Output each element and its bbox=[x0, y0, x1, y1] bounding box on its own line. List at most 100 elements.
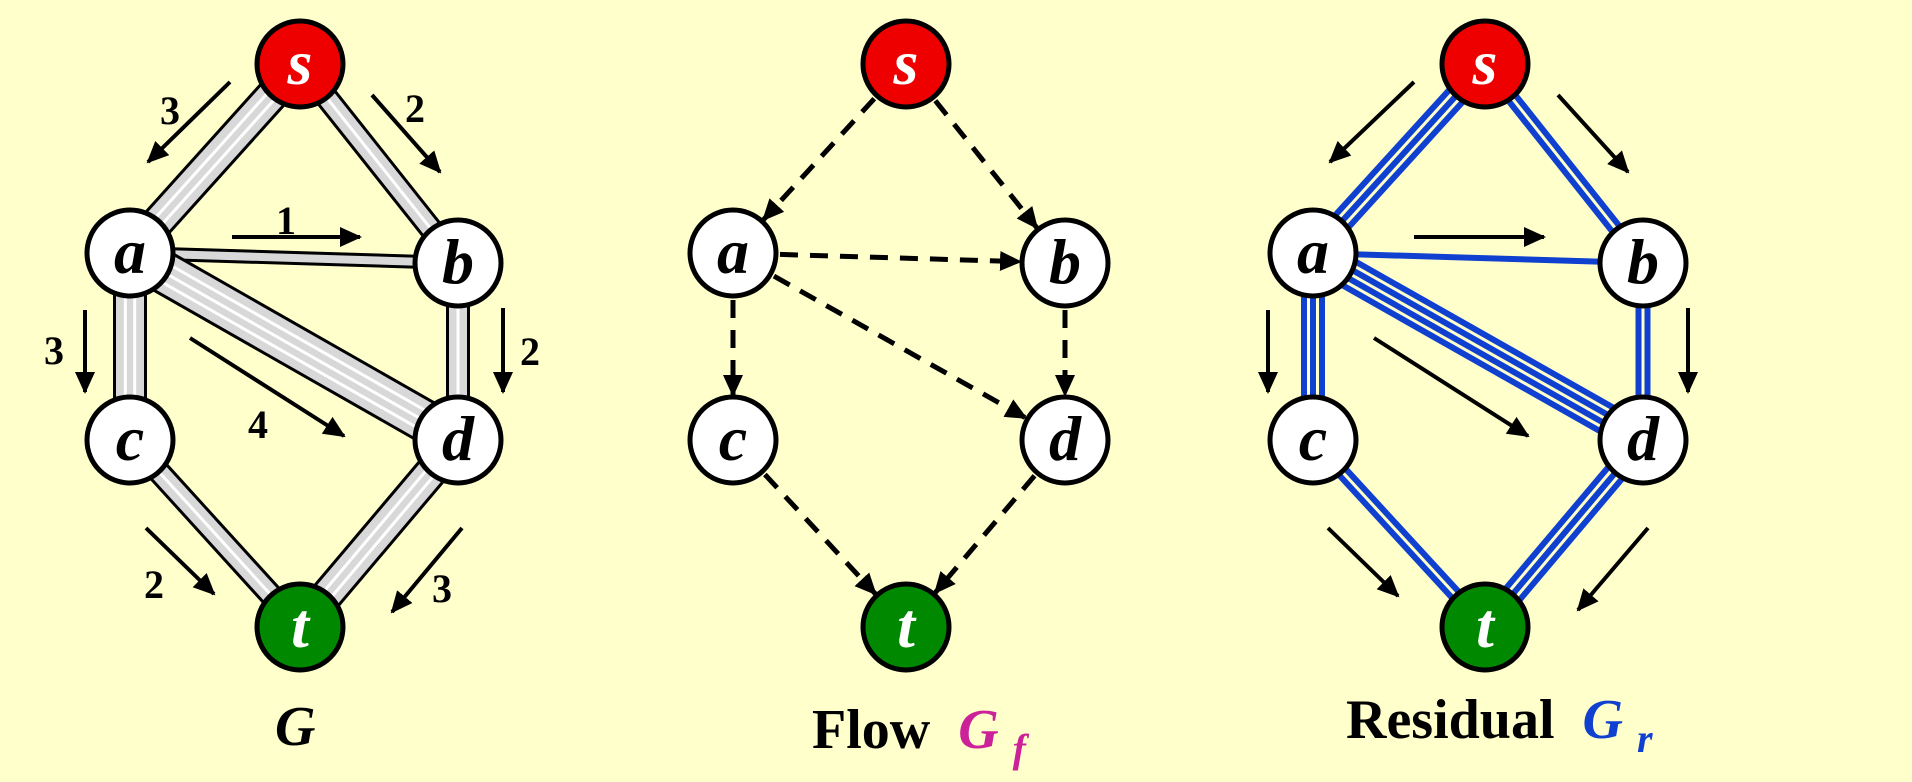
graph-residual-title-sub: r bbox=[1637, 716, 1653, 761]
graph-flow-node-c: c bbox=[687, 394, 779, 486]
graph-flow-node-d: d bbox=[1019, 394, 1111, 486]
graph-flow-node-d-label: d bbox=[1049, 403, 1082, 474]
graph-g-arrow-s-b bbox=[370, 93, 442, 174]
graph-g-node-c-label: c bbox=[116, 403, 144, 474]
graph-residual-node-t: t bbox=[1439, 581, 1531, 673]
graph-residual-arrow-s-a bbox=[1328, 80, 1416, 164]
graph-residual-arrow-s-b bbox=[1556, 93, 1630, 174]
graph-g-node-b: b bbox=[412, 217, 504, 309]
graph-residual: s a b c d t Residual G r bbox=[1258, 18, 1698, 761]
graph-residual-node-s: s bbox=[1439, 18, 1531, 110]
graph-flow-edges bbox=[723, 96, 1075, 596]
graph-g-edge-a-b bbox=[129, 246, 459, 270]
graph-g-edges bbox=[113, 52, 471, 638]
graph-flow-edge-a-d bbox=[772, 273, 1028, 421]
graph-g-title: G bbox=[275, 696, 315, 758]
graph-flow-node-b-circle bbox=[1019, 217, 1111, 309]
graph-g-node-a-circle bbox=[84, 207, 176, 299]
graph-g-node-c: c bbox=[84, 394, 176, 486]
graph-g-capacity-a-c: 3 bbox=[44, 328, 64, 373]
graph-flow-node-a-circle bbox=[687, 207, 779, 299]
graph-residual-edge-a-d bbox=[1304, 238, 1652, 455]
graph-residual-node-s-circle bbox=[1439, 18, 1531, 110]
graph-flow-node-t: t bbox=[860, 581, 952, 673]
graph-g-node-d-label: d bbox=[442, 403, 475, 474]
graph-residual-node-b-circle bbox=[1597, 217, 1689, 309]
graph-flow: s a b c d t Flow G f bbox=[687, 18, 1111, 771]
graph-flow-node-t-label: t bbox=[897, 590, 917, 661]
graph-flow-node-s: s bbox=[860, 18, 952, 110]
graph-flow-nodes: s a b c d t bbox=[687, 18, 1111, 673]
graph-g-node-d: d bbox=[412, 394, 504, 486]
graph-g-node-s-circle bbox=[254, 18, 346, 110]
graph-g: s a b c d t 3 2 1 3 4 2 2 3 G bbox=[44, 18, 540, 758]
graph-residual-title-prefix: Residual bbox=[1346, 689, 1555, 751]
graph-residual-nodes: s a b c d t bbox=[1267, 18, 1689, 673]
graph-g-capacity-b-d: 2 bbox=[520, 329, 540, 374]
graph-flow-node-c-circle bbox=[687, 394, 779, 486]
graph-flow-node-s-circle bbox=[860, 18, 952, 110]
graph-flow-node-t-circle bbox=[860, 581, 952, 673]
graph-g-node-s-label: s bbox=[287, 27, 313, 98]
graph-residual-node-b-label: b bbox=[1627, 226, 1659, 297]
graph-residual-arrow-a-d bbox=[1372, 336, 1530, 438]
graph-g-arrow-a-d bbox=[188, 336, 346, 438]
graph-residual-node-t-label: t bbox=[1476, 590, 1496, 661]
graph-g-node-t: t bbox=[254, 581, 346, 673]
graph-residual-arrows bbox=[1258, 80, 1698, 612]
graph-residual-edge-a-b bbox=[1312, 250, 1644, 266]
graph-residual-node-a-circle bbox=[1267, 207, 1359, 299]
graph-g-capacity-s-a: 3 bbox=[160, 88, 180, 133]
graph-g-node-b-label: b bbox=[442, 226, 474, 297]
graph-residual-edges bbox=[1301, 55, 1653, 635]
graph-flow-edge-c-t bbox=[763, 472, 878, 596]
graph-residual-node-c-circle bbox=[1267, 394, 1359, 486]
graph-g-node-t-circle bbox=[254, 581, 346, 673]
graph-residual-node-d: d bbox=[1597, 394, 1689, 486]
graph-g-arrow-d-t bbox=[390, 526, 464, 614]
graph-residual-node-c: c bbox=[1267, 394, 1359, 486]
graph-residual-arrow-c-t bbox=[1326, 526, 1400, 598]
graph-residual-node-t-circle bbox=[1439, 581, 1531, 673]
graph-residual-node-b: b bbox=[1597, 217, 1689, 309]
graph-g-node-a: a bbox=[84, 207, 176, 299]
graph-g-capacity-arrows bbox=[75, 80, 513, 614]
graph-g-arrow-c-t bbox=[144, 526, 216, 596]
graph-g-edge-a-d bbox=[119, 233, 469, 460]
graph-g-capacity-a-b: 1 bbox=[276, 198, 296, 243]
graph-flow-node-b-label: b bbox=[1049, 226, 1081, 297]
graph-residual-node-d-label: d bbox=[1627, 403, 1660, 474]
graph-flow-edge-s-b bbox=[933, 99, 1039, 230]
graph-g-capacity-c-t: 2 bbox=[144, 562, 164, 607]
graph-g-capacity-d-t: 3 bbox=[432, 566, 452, 611]
graph-flow-node-b: b bbox=[1019, 217, 1111, 309]
graph-residual-title-symbol: G bbox=[1583, 689, 1623, 751]
graph-g-node-b-circle bbox=[412, 217, 504, 309]
graph-flow-title-prefix: Flow bbox=[812, 699, 931, 761]
graph-flow-node-a-label: a bbox=[717, 216, 749, 287]
graph-flow-node-c-label: c bbox=[719, 403, 747, 474]
graph-residual-arrow-d-t bbox=[1576, 526, 1650, 612]
graph-g-node-c-circle bbox=[84, 394, 176, 486]
graph-g-capacity-s-b: 2 bbox=[405, 86, 425, 131]
graph-g-node-s: s bbox=[254, 18, 346, 110]
graph-flow-node-s-label: s bbox=[893, 27, 919, 98]
graph-g-node-d-circle bbox=[412, 394, 504, 486]
graph-flow-title-symbol: G bbox=[958, 699, 998, 761]
graph-residual-title: Residual G r bbox=[1346, 689, 1653, 761]
graph-residual-node-d-circle bbox=[1597, 394, 1689, 486]
graph-flow-edge-a-b bbox=[779, 251, 1023, 272]
graph-flow-title: Flow G f bbox=[812, 699, 1030, 771]
graph-g-node-a-label: a bbox=[114, 216, 146, 287]
graph-g-capacity-a-d: 4 bbox=[248, 402, 268, 447]
graph-flow-node-d-circle bbox=[1019, 394, 1111, 486]
graph-flow-edge-d-t bbox=[933, 474, 1037, 595]
graph-residual-node-a-label: a bbox=[1297, 216, 1329, 287]
graph-residual-node-s-label: s bbox=[1472, 27, 1498, 98]
graph-g-node-t-label: t bbox=[291, 590, 311, 661]
graph-flow-node-a: a bbox=[687, 207, 779, 299]
graph-residual-node-c-label: c bbox=[1299, 403, 1327, 474]
graph-residual-node-a: a bbox=[1267, 207, 1359, 299]
